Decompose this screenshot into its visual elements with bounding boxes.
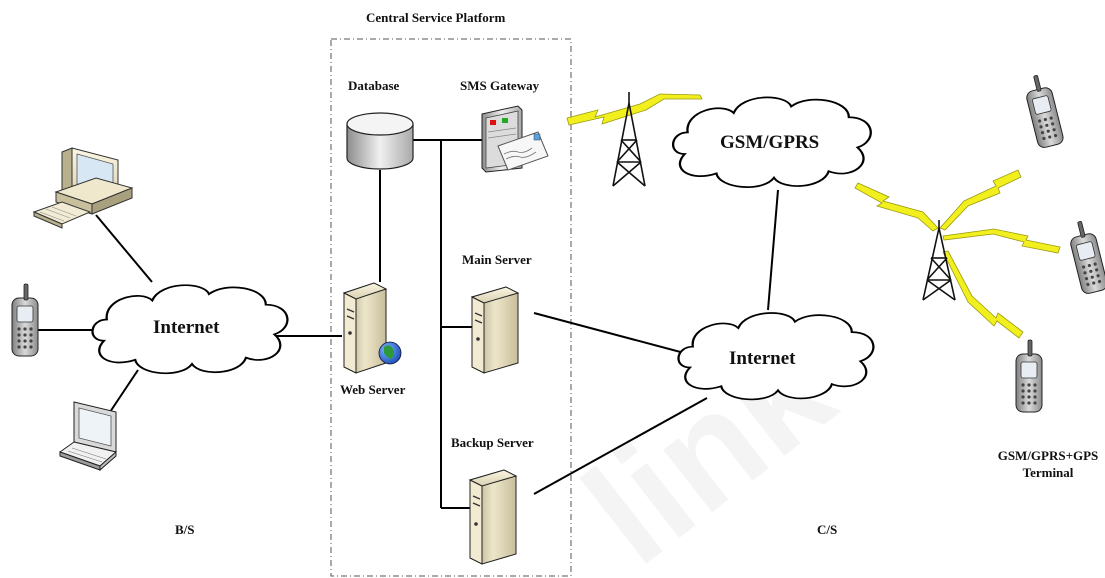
line-desktop-internet xyxy=(95,214,153,283)
gsm-gprs-label: GSM/GPRS xyxy=(720,132,820,153)
central-service-platform-box xyxy=(330,38,572,577)
mobile-phone-icon xyxy=(1015,339,1043,413)
database-label: Database xyxy=(348,78,400,93)
mobile-phone-icon xyxy=(1070,221,1105,294)
section-cs-label: C/S xyxy=(817,522,838,537)
platform-title: Central Service Platform xyxy=(366,10,506,25)
line-mainserver-internet xyxy=(533,312,689,355)
database-icon xyxy=(346,112,414,170)
web-server-label: Web Server xyxy=(340,382,406,397)
main-server-label: Main Server xyxy=(462,252,532,267)
cloud-icon xyxy=(91,284,289,375)
laptop-icon xyxy=(58,401,118,472)
terminal-label: GSM/GPRS+GPS Terminal xyxy=(993,447,1103,481)
backup-server-label: Backup Server xyxy=(451,435,534,450)
backup-server-icon xyxy=(468,469,518,565)
terminal-label-line1: GSM/GPRS+GPS xyxy=(997,448,1099,463)
line-internet-gsm xyxy=(767,189,779,311)
cell-tower-icon xyxy=(922,220,956,301)
connection-lines xyxy=(38,139,779,509)
mobile-phone-icon xyxy=(1026,75,1064,148)
lightning-icon xyxy=(566,93,1061,339)
section-bs-label: B/S xyxy=(175,522,195,537)
mobile-phone-icon xyxy=(11,283,39,357)
desktop-computer-icon xyxy=(32,147,134,229)
cloud-icon xyxy=(677,312,875,401)
sms-gateway-label: SMS Gateway xyxy=(460,78,540,93)
cell-tower-icon xyxy=(612,92,646,187)
terminal-label-line2: Terminal xyxy=(1022,465,1074,480)
line-backupserver-internet xyxy=(533,397,708,495)
internet-right-label: Internet xyxy=(729,348,796,369)
sms-gateway-icon xyxy=(481,105,549,173)
main-server-icon xyxy=(470,286,520,374)
cloud-icon xyxy=(672,96,872,188)
internet-left-label: Internet xyxy=(153,317,220,338)
web-server-icon xyxy=(342,282,402,374)
